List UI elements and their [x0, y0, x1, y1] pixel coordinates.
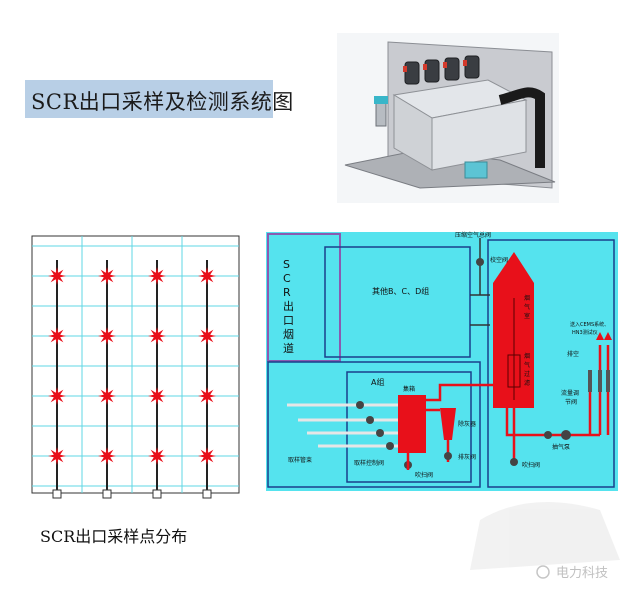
scr-flue-char: S	[283, 258, 290, 271]
chamber-char: 室	[524, 312, 530, 320]
sampling-point	[148, 327, 166, 345]
sampling-pipe-label: 取样管束	[288, 456, 312, 464]
sampling-point	[198, 327, 216, 345]
group-a-box	[346, 371, 472, 483]
drain-valve-label: 排灰阀	[458, 453, 476, 461]
probe-port	[52, 489, 62, 499]
cabinet-3d-illustration	[337, 33, 559, 203]
chamber-char: 烟	[524, 294, 530, 302]
flow-valve-label-2: 节阀	[565, 398, 577, 406]
grid-caption: SCR出口采样点分布	[40, 527, 188, 546]
sampling-point	[98, 447, 116, 465]
compressed-air-label: 压缩空气总阀	[455, 231, 491, 239]
scr-flue-char: 出	[283, 299, 294, 313]
scr-flue-char: 烟	[283, 327, 294, 341]
purge-valve-label: 吹扫阀	[415, 471, 433, 479]
sampling-point	[48, 387, 66, 405]
sampling-point	[198, 447, 216, 465]
blowback-valve-label: 吹扫阀	[522, 461, 540, 469]
filter-char: 滤	[524, 379, 530, 387]
page-title: SCR出口采样及检测系统图	[31, 90, 294, 114]
watermark: 电力科技	[470, 502, 620, 581]
sampling-point	[198, 267, 216, 285]
sampling-point	[148, 387, 166, 405]
sampling-point	[98, 387, 116, 405]
scr-flue-char: 道	[283, 341, 294, 355]
sampling-point	[98, 267, 116, 285]
title-banner: SCR出口采样及检测系统图	[25, 80, 293, 118]
filter-char: 烟	[524, 352, 530, 360]
sampling-point	[48, 447, 66, 465]
sampling-point	[48, 327, 66, 345]
scr-flue-char: R	[283, 286, 291, 299]
probe-port	[102, 489, 112, 499]
group-a-label: A组	[371, 377, 384, 387]
chamber-char: 气	[524, 303, 530, 311]
probe-port	[202, 489, 212, 499]
filter-char: 气	[524, 361, 530, 369]
scr-flue-box	[267, 233, 341, 362]
probe-port	[152, 489, 162, 499]
header-box-label: 集箱	[403, 385, 415, 393]
ash-trap-label: 除灰器	[458, 420, 476, 428]
to-cems-label-1: 送入CEMS系统、	[570, 321, 609, 328]
sampling-control-valve-label: 取样控制阀	[354, 459, 384, 467]
sampling-point	[148, 267, 166, 285]
sampling-point	[48, 267, 66, 285]
ash-trap	[440, 408, 456, 440]
sampling-point	[198, 387, 216, 405]
flow-valve-label-1: 流量调	[561, 389, 579, 397]
pump-label: 抽气泵	[552, 443, 570, 451]
wechat-icon	[536, 565, 550, 579]
scr-flue-char: 口	[283, 314, 294, 327]
sampling-point	[98, 327, 116, 345]
sampling-point	[148, 447, 166, 465]
filter-char: 过	[524, 370, 530, 378]
flue-gas-chamber-cap	[493, 252, 534, 283]
other-groups-label: 其他B、C、D组	[372, 286, 429, 296]
header-box	[398, 395, 426, 453]
sampling-point-grid	[31, 235, 240, 499]
vent-label: 排空	[567, 350, 579, 358]
watermark-text: 电力科技	[556, 566, 608, 581]
calibration-valve-label: 校空阀	[490, 256, 508, 264]
scr-flue-char: C	[283, 272, 291, 285]
other-groups-box	[324, 246, 471, 358]
to-cems-label-2: HN3测试仪	[572, 329, 598, 336]
